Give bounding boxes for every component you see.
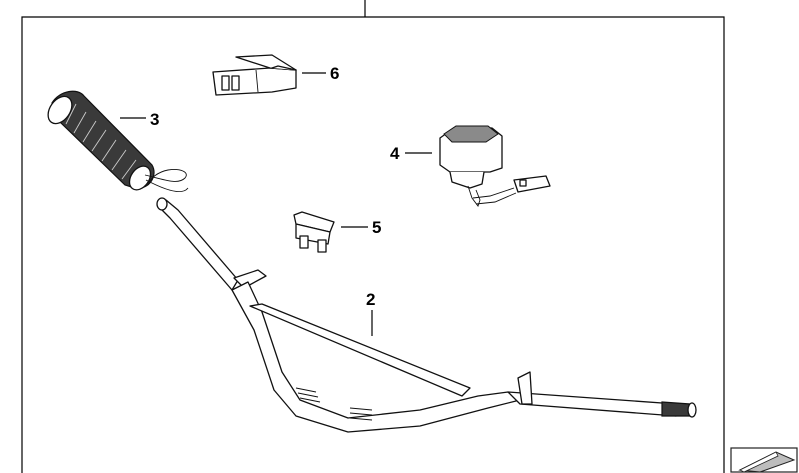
part-4-switch[interactable] [405,125,551,207]
callout-2: 2 [366,290,375,309]
part-6-connector[interactable] [212,54,326,96]
callout-4: 4 [390,144,400,163]
part-2-handlebar[interactable] [156,197,697,433]
diagram-frame [21,0,725,473]
callout-3: 3 [150,110,159,129]
callout-6: 6 [330,64,339,83]
catalog-page-arrow-icon[interactable] [730,447,798,473]
callout-5: 5 [372,218,381,237]
part-3-heated-grip[interactable] [43,90,189,194]
part-5-fuse[interactable] [293,211,368,253]
